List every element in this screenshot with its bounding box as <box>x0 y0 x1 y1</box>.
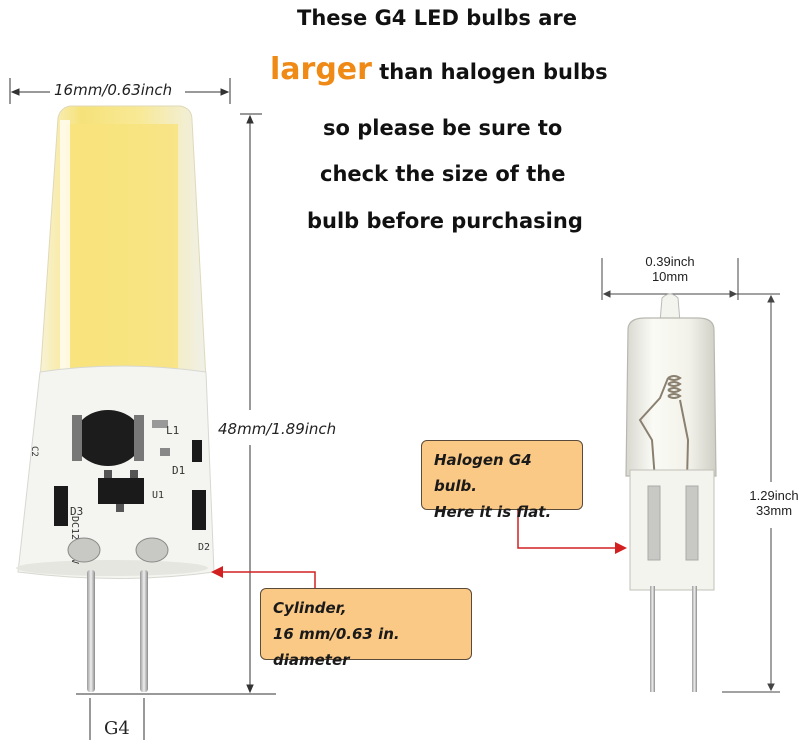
headline-line-5: bulb before purchasing <box>307 209 583 233</box>
halogen-height-label: 1.29inch 33mm <box>738 488 810 518</box>
led-width-dimension <box>9 78 231 104</box>
headline-line-3: so please be sure to <box>323 116 563 140</box>
led-bulb: L1 D1 D2 D3 U1 C2 DC12-24V <box>9 78 316 740</box>
halogen-callout-line-1: Halogen G4 bulb. <box>434 451 532 495</box>
headline-line-1: These G4 LED bulbs are <box>297 6 577 30</box>
halogen-callout: Halogen G4 bulb. Here it is flat. <box>421 440 583 521</box>
halogen-callout-arrow <box>517 510 627 554</box>
halogen-height-inch: 1.29inch <box>749 488 799 503</box>
board-label-d3: D3 <box>70 505 83 518</box>
headline-accent-word: larger <box>270 52 372 87</box>
halogen-height-dimension <box>722 293 780 693</box>
headline-line-2: larger than halogen bulbs <box>270 52 811 87</box>
halogen-width-label: 0.39inch 10mm <box>630 254 710 284</box>
led-height-dimension <box>240 113 262 695</box>
led-diode-d2 <box>192 490 206 530</box>
led-height-label: 48mm/1.89inch <box>218 420 337 438</box>
cylinder-callout-arrow <box>211 566 316 588</box>
g4-label: G4 <box>104 718 130 739</box>
board-label-l1: L1 <box>166 424 179 437</box>
halogen-height-mm: 33mm <box>755 503 793 518</box>
halogen-width-inch: 0.39inch <box>645 254 695 269</box>
cylinder-callout: Cylinder, 16 mm/0.63 in. diameter <box>260 588 472 669</box>
headline-line-4: check the size of the <box>320 162 566 186</box>
halogen-callout-line-2: Here it is flat. <box>434 503 552 521</box>
g4-dimension <box>76 693 276 740</box>
led-diode-d3 <box>54 486 68 526</box>
board-label-d1: D1 <box>172 464 185 477</box>
led-width-label: 16mm/0.63inch <box>54 81 173 99</box>
led-chip-strip <box>66 124 178 374</box>
led-inductor <box>74 410 142 466</box>
headline-line-2-rest: than halogen bulbs <box>379 60 608 84</box>
halogen-bulb <box>517 258 780 693</box>
led-chip-u1 <box>98 478 144 504</box>
halogen-press-seal <box>629 469 715 591</box>
board-label-c2: C2 <box>29 446 39 457</box>
board-label-d2: D2 <box>198 542 210 553</box>
halogen-pin-left <box>650 586 655 692</box>
cylinder-callout-line-1: Cylinder, <box>273 599 347 617</box>
halogen-pin-right <box>692 586 697 692</box>
board-label-u1: U1 <box>152 490 164 501</box>
led-pin-left <box>87 570 95 692</box>
cylinder-callout-line-2: 16 mm/0.63 in. diameter <box>273 625 400 669</box>
halogen-tip <box>659 293 681 323</box>
halogen-width-mm: 10mm <box>651 269 689 284</box>
led-pin-right <box>140 570 148 692</box>
